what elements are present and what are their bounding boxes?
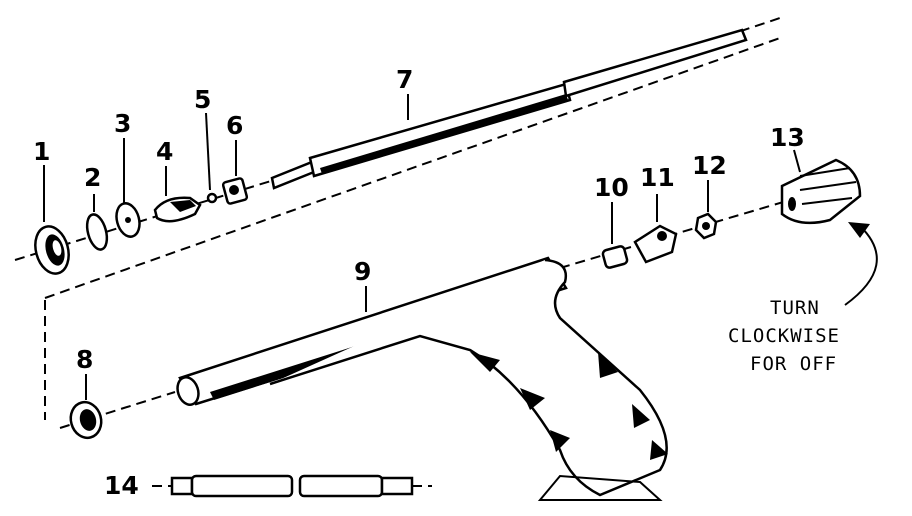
- part-3-disc: [115, 202, 141, 238]
- part-10-cylinder: [601, 245, 629, 269]
- part-6-fitting: [221, 177, 249, 205]
- part-2-washer: [85, 213, 109, 251]
- label-part-4: 4: [156, 137, 173, 166]
- label-part-14: 14: [104, 471, 139, 500]
- upper-assembly-divider-line: [44, 37, 781, 299]
- label-part-1: 1: [33, 137, 50, 166]
- part-5-ball: [206, 192, 218, 204]
- part-11-valve: [633, 224, 678, 264]
- label-part-8: 8: [76, 345, 93, 374]
- note-line-1: TURN: [770, 297, 820, 319]
- part-7-tube: [270, 28, 748, 190]
- leader-5: [205, 112, 211, 191]
- part-8-nut: [69, 400, 103, 440]
- label-part-3: 3: [114, 109, 131, 138]
- part-12-hex-nut: [694, 212, 718, 240]
- turn-arrow: [844, 225, 878, 306]
- part-9-handle: [176, 256, 668, 501]
- note-line-3: FOR OFF: [750, 353, 837, 375]
- label-part-6: 6: [226, 111, 243, 140]
- label-part-13: 13: [770, 123, 805, 152]
- part-1-nut: [34, 225, 70, 275]
- label-part-5: 5: [194, 85, 211, 114]
- label-part-10: 10: [594, 173, 629, 202]
- note-line-2: CLOCKWISE: [728, 325, 840, 347]
- label-part-12: 12: [692, 151, 727, 180]
- part-4-tip: [153, 196, 202, 223]
- turn-arrow-head: [848, 222, 870, 238]
- leader-13: [793, 149, 801, 173]
- label-part-11: 11: [640, 163, 675, 192]
- label-part-7: 7: [396, 65, 413, 94]
- label-part-2: 2: [84, 163, 101, 192]
- label-part-9: 9: [354, 257, 371, 286]
- part-14-hose: [152, 474, 432, 498]
- part-13-knob: [780, 158, 862, 225]
